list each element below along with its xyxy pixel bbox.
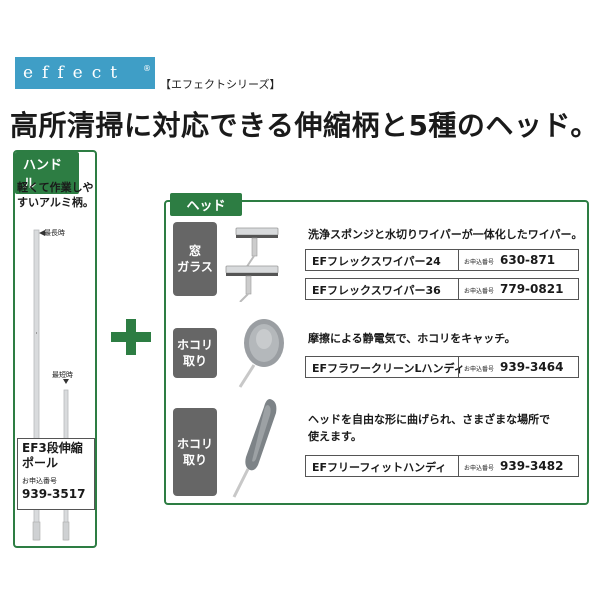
flower-duster-image xyxy=(238,319,284,388)
wiper-image xyxy=(225,227,279,302)
divider xyxy=(458,357,459,377)
wiper-24-icon xyxy=(235,227,279,269)
category-dust2-line2: 取り xyxy=(182,453,207,467)
order-code: 939-3482 xyxy=(500,459,564,473)
flower-duster-icon xyxy=(238,319,284,388)
category-window-glass: 窓 ガラス xyxy=(173,222,217,296)
order-label: お申込番号 xyxy=(464,288,495,295)
series-label: 【エフェクトシリーズ】 xyxy=(160,78,281,91)
order-label: お申込番号 xyxy=(464,465,495,472)
shortest-label: 最短時 xyxy=(52,371,73,379)
freefit-duster-image xyxy=(232,399,277,498)
product-wiper-36: EFフレックスワイパー36 お申込番号 779-0821 xyxy=(305,278,579,300)
handle-product-name-line1: EF3段伸縮 xyxy=(22,441,83,455)
handle-tag: ハンドル xyxy=(15,152,79,194)
product-name: EFフリーフィットハンディ xyxy=(312,461,447,474)
category-window-line2: ガラス xyxy=(177,260,213,274)
registered-mark: ® xyxy=(143,64,151,73)
handle-description: 軽くて作業しや すいアルミ柄。 xyxy=(17,180,95,210)
logo-text: effect xyxy=(23,63,127,83)
flower-description: 摩擦による静電気で、ホコリをキャッチ。 xyxy=(308,332,516,345)
divider xyxy=(458,279,459,299)
divider xyxy=(458,456,459,476)
handle-product-name-line2: ポール xyxy=(22,456,59,470)
freefit-desc-line2: 使えます。 xyxy=(308,430,362,443)
freefit-duster-icon xyxy=(232,399,277,498)
product-name: EFフレックスワイパー24 xyxy=(312,255,441,268)
category-dust-1: ホコリ 取り xyxy=(173,328,217,378)
handle-product-name: EF3段伸縮 ポール xyxy=(22,441,83,471)
product-name: EFフレックスワイパー36 xyxy=(312,284,441,297)
shortest-arrow-icon xyxy=(63,379,69,384)
order-label: お申込番号 xyxy=(464,259,495,266)
category-window-line1: 窓 xyxy=(188,244,201,258)
category-dust2-line1: ホコリ xyxy=(176,437,213,451)
order-code: 779-0821 xyxy=(500,282,564,296)
product-free-fit: EFフリーフィットハンディ お申込番号 939-3482 xyxy=(305,455,579,477)
order-code: 630-871 xyxy=(500,253,556,267)
category-dust-2: ホコリ 取り xyxy=(173,408,217,496)
product-wiper-24: EFフレックスワイパー24 お申込番号 630-871 xyxy=(305,249,579,271)
handle-desc-line2: すいアルミ柄。 xyxy=(17,196,94,209)
category-dust1-line2: 取り xyxy=(182,354,207,368)
head-tag: ヘッド xyxy=(170,193,242,216)
category-dust1-line1: ホコリ xyxy=(176,338,213,352)
head-panel xyxy=(164,200,589,505)
product-name: EFフラワークリーンLハンディ xyxy=(312,362,465,375)
handle-product-box: EF3段伸縮 ポール お申込番号 939-3517 xyxy=(17,438,95,510)
handle-order-code: 939-3517 xyxy=(22,487,86,501)
plus-icon xyxy=(111,319,151,355)
freefit-desc-line1: ヘッドを自由な形に曲げられ、さまざまな場所で xyxy=(308,413,551,426)
divider xyxy=(458,250,459,270)
freefit-description: ヘッドを自由な形に曲げられ、さまざまな場所で 使えます。 xyxy=(308,411,550,445)
handle-desc-line1: 軽くて作業しや xyxy=(17,181,94,194)
page-title: 高所清掃に対応できる伸縮柄と5種のヘッド。 xyxy=(10,109,599,142)
wiper-36-icon xyxy=(225,265,279,302)
wiper-description: 洗浄スポンジと水切りワイパーが一体化したワイパー。 xyxy=(308,228,583,241)
effect-logo: effect ® xyxy=(15,57,155,89)
handle-order-label: お申込番号 xyxy=(22,477,57,485)
order-code: 939-3464 xyxy=(500,360,564,374)
longest-arrow-icon xyxy=(39,230,45,236)
longest-label: 最長時 xyxy=(44,229,65,237)
product-flower-clean: EFフラワークリーンLハンディ お申込番号 939-3464 xyxy=(305,356,579,378)
handle-panel xyxy=(13,150,97,548)
order-label: お申込番号 xyxy=(464,366,495,373)
